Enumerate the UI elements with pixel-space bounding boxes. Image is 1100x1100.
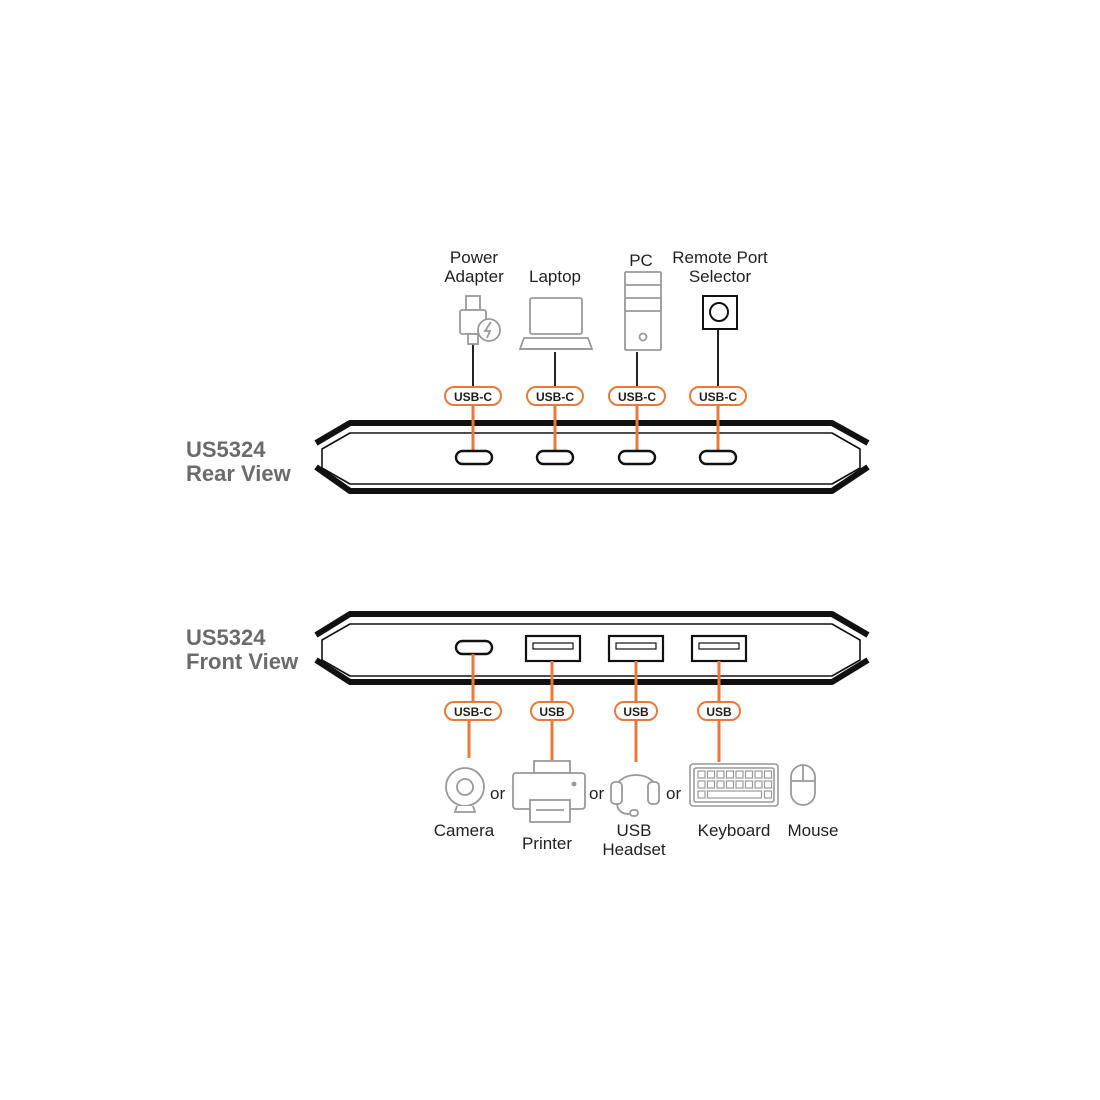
power-adapter-icon bbox=[459, 295, 501, 345]
port-badge-usbc: USB-C bbox=[689, 386, 747, 406]
device-label-power-adapter: Power Adapter bbox=[444, 248, 504, 286]
front-model: US5324 bbox=[186, 625, 266, 650]
front-usba-port bbox=[607, 634, 665, 663]
rear-view-title: US5324 Rear View bbox=[186, 438, 291, 486]
rear-usbc-port bbox=[454, 449, 494, 466]
remote-port-selector-icon bbox=[702, 295, 738, 330]
or-label: or bbox=[589, 784, 605, 803]
keyboard-key bbox=[725, 780, 735, 789]
keyboard-key bbox=[725, 770, 735, 779]
front-usbc-port bbox=[454, 639, 494, 656]
front-usba-port bbox=[690, 634, 748, 663]
keyboard-key bbox=[706, 780, 716, 789]
rear-model: US5324 bbox=[186, 437, 266, 462]
camera-icon bbox=[445, 767, 485, 813]
device-label-usb-headset: USB Headset bbox=[602, 821, 666, 859]
keyboard-key bbox=[754, 770, 763, 779]
keyboard-key bbox=[697, 790, 706, 799]
rear-chassis bbox=[314, 420, 870, 494]
device-label-keyboard: Keyboard bbox=[697, 821, 771, 840]
rear-usbc-port bbox=[617, 449, 657, 466]
keyboard-keys bbox=[697, 770, 773, 799]
headset-icon bbox=[610, 774, 660, 817]
port-badge-usbc: USB-C bbox=[526, 386, 584, 406]
rear-view-label: Rear View bbox=[186, 461, 291, 486]
laptop-icon bbox=[518, 297, 594, 350]
keyboard-key bbox=[744, 780, 754, 789]
keyboard-key bbox=[716, 770, 725, 779]
keyboard-key bbox=[763, 770, 773, 779]
keyboard-key bbox=[697, 780, 706, 789]
rear-usbc-port bbox=[698, 449, 738, 466]
device-label-laptop: Laptop bbox=[529, 267, 581, 286]
or-label: or bbox=[490, 784, 506, 803]
device-label-remote-port-selector: Remote Port Selector bbox=[672, 248, 768, 286]
mouse-icon bbox=[790, 764, 816, 806]
front-usba-port bbox=[524, 634, 582, 663]
port-badge-usb: USB bbox=[697, 701, 741, 721]
device-label-printer: Printer bbox=[521, 834, 573, 853]
keyboard-key bbox=[735, 780, 744, 789]
port-badge-usbc: USB-C bbox=[608, 386, 666, 406]
rear-usbc-port bbox=[535, 449, 575, 466]
keyboard-spacebar bbox=[706, 790, 763, 799]
keyboard-key bbox=[735, 770, 744, 779]
keyboard-key bbox=[754, 780, 763, 789]
front-chassis bbox=[314, 611, 870, 685]
device-label-pc: PC bbox=[629, 251, 653, 270]
keyboard-key bbox=[744, 770, 754, 779]
device-label-mouse: Mouse bbox=[787, 821, 839, 840]
pc-tower-icon bbox=[624, 271, 662, 351]
port-badge-usb: USB bbox=[530, 701, 574, 721]
device-label-camera: Camera bbox=[433, 821, 495, 840]
keyboard-icon bbox=[689, 763, 779, 807]
keyboard-key bbox=[697, 770, 706, 779]
port-badge-usbc: USB-C bbox=[444, 386, 502, 406]
printer-icon bbox=[512, 760, 586, 823]
keyboard-key bbox=[716, 780, 725, 789]
keyboard-key bbox=[706, 770, 716, 779]
front-view-title: US5324 Front View bbox=[186, 626, 298, 674]
port-badge-usb: USB bbox=[614, 701, 658, 721]
or-label: or bbox=[666, 784, 682, 803]
port-badge-usbc: USB-C bbox=[444, 701, 502, 721]
front-view-label: Front View bbox=[186, 649, 299, 674]
keyboard-key bbox=[763, 790, 773, 799]
keyboard-key bbox=[763, 780, 773, 789]
